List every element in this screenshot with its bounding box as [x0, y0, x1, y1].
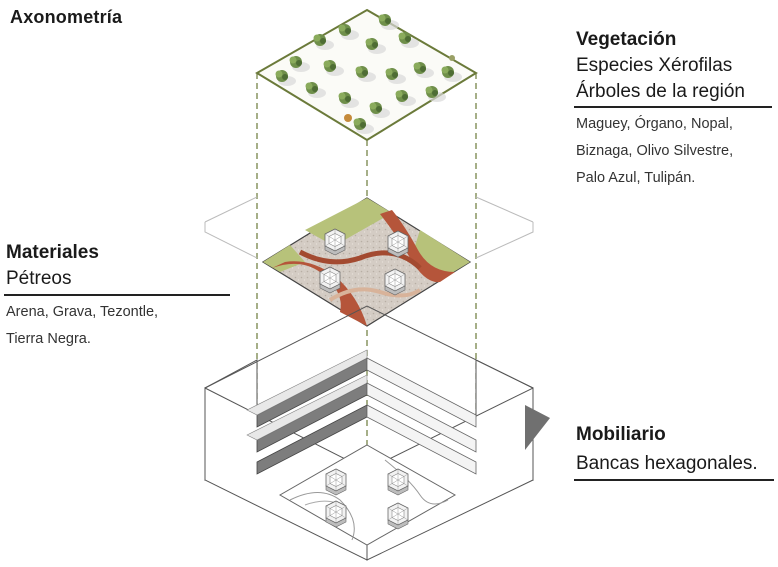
vegetation-species-line3: Palo Azul, Tulipán.	[576, 170, 696, 186]
vegetation-plane	[255, 8, 478, 142]
structure-block	[204, 305, 550, 561]
vegetation-divider	[574, 106, 772, 108]
vegetation-line2: Árboles de la región	[576, 81, 745, 102]
materials-subheading: Pétreos	[6, 268, 72, 289]
vegetation-line1: Especies Xérofilas	[576, 55, 733, 76]
vegetation-species-line1: Maguey, Órgano, Nopal,	[576, 116, 733, 132]
furniture-divider	[574, 479, 774, 481]
vegetation-species-line2: Biznaga, Olivo Silvestre,	[576, 143, 734, 159]
materials-divider	[4, 294, 230, 296]
materials-list-line2: Tierra Negra.	[6, 331, 91, 347]
materials-list-line1: Arena, Grava, Tezontle,	[6, 304, 159, 320]
materials-plane	[204, 196, 534, 327]
vegetation-heading: Vegetación	[576, 29, 677, 50]
page-title: Axonometría	[10, 7, 123, 27]
furniture-heading: Mobiliario	[576, 424, 666, 445]
furniture-subheading: Bancas hexagonales.	[576, 453, 758, 474]
materials-heading: Materiales	[6, 242, 99, 263]
